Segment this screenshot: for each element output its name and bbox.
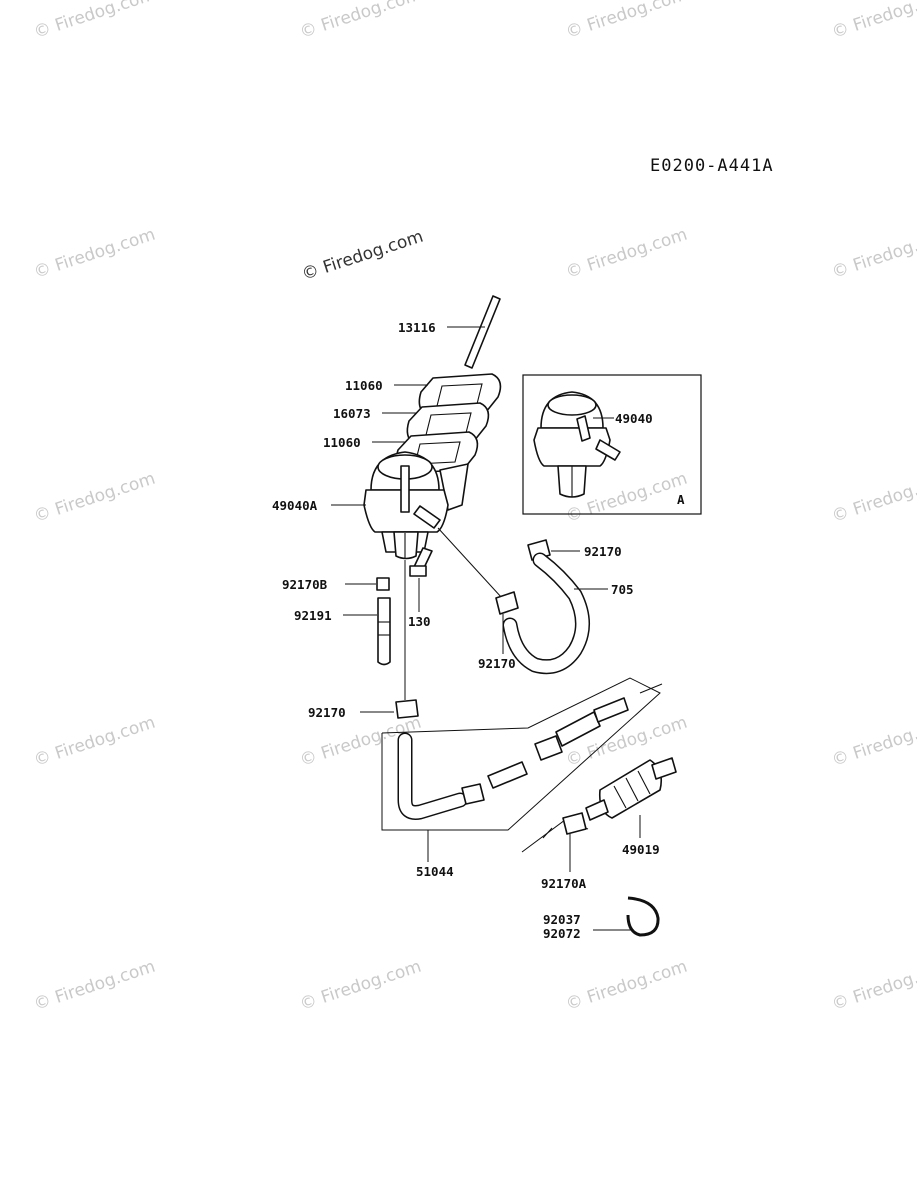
watermark: © Firedog.com bbox=[829, 957, 917, 1015]
callout-label: 92037 bbox=[543, 912, 581, 927]
callout-label: 705 bbox=[611, 582, 634, 597]
assembly-bracket-51044: 51044 bbox=[381, 677, 663, 879]
watermark: © Firedog.com bbox=[563, 225, 689, 283]
part-92170-lower: 92170 bbox=[308, 699, 419, 720]
part-13116: 13116 bbox=[398, 295, 501, 369]
part-92170A: 92170A bbox=[521, 812, 589, 891]
callout-label: 92170B bbox=[282, 577, 328, 592]
part-130: 130 bbox=[408, 547, 433, 629]
part-92037-92072: 92037 92072 bbox=[543, 896, 660, 941]
callout-label: 49040 bbox=[615, 411, 653, 426]
callout-label: 92170 bbox=[584, 544, 622, 559]
part-fuel-pump: 49040A bbox=[272, 451, 449, 560]
watermark: © Firedog.com bbox=[31, 957, 157, 1015]
callout-label: 11060 bbox=[323, 435, 361, 450]
callout-label: 16073 bbox=[333, 406, 371, 421]
watermark: © Firedog.com bbox=[31, 713, 157, 771]
watermark: © Firedog.com bbox=[563, 957, 689, 1015]
diagram-code: E0200-A441A bbox=[650, 156, 774, 176]
watermark: © Firedog.com bbox=[31, 0, 157, 43]
watermark-main: © Firedog.com bbox=[299, 227, 425, 285]
callout-label: 49019 bbox=[622, 842, 660, 857]
watermark: © Firedog.com bbox=[563, 0, 689, 43]
callout-label: 92170 bbox=[478, 656, 516, 671]
watermark-layer: © Firedog.com © Firedog.com © Firedog.co… bbox=[31, 0, 917, 1015]
part-705-hose: 92170 705 92170 bbox=[437, 527, 634, 675]
callout-label: 92170A bbox=[541, 876, 587, 891]
watermark: © Firedog.com bbox=[297, 957, 423, 1015]
callout-label: 92170 bbox=[308, 705, 346, 720]
inset-label: A bbox=[677, 492, 685, 507]
part-92170B-92191: 92170B 92191 bbox=[282, 577, 391, 666]
watermark: © Firedog.com bbox=[31, 225, 157, 283]
inset-box: 49040 A bbox=[522, 374, 702, 515]
watermark: © Firedog.com bbox=[829, 713, 917, 771]
callout-label: 49040A bbox=[272, 498, 318, 513]
watermark: © Firedog.com bbox=[829, 225, 917, 283]
watermark: © Firedog.com bbox=[297, 0, 423, 43]
callout-label: 92072 bbox=[543, 926, 581, 941]
callout-label: 11060 bbox=[345, 378, 383, 393]
callout-label: 130 bbox=[408, 614, 431, 629]
watermark: © Firedog.com bbox=[31, 469, 157, 527]
watermark: © Firedog.com bbox=[829, 0, 917, 43]
watermark: © Firedog.com bbox=[829, 469, 917, 527]
callout-label: 92191 bbox=[294, 608, 332, 623]
callout-label: 51044 bbox=[416, 864, 454, 879]
callout-label: 13116 bbox=[398, 320, 436, 335]
part-49019-filter: 49019 bbox=[585, 757, 677, 857]
